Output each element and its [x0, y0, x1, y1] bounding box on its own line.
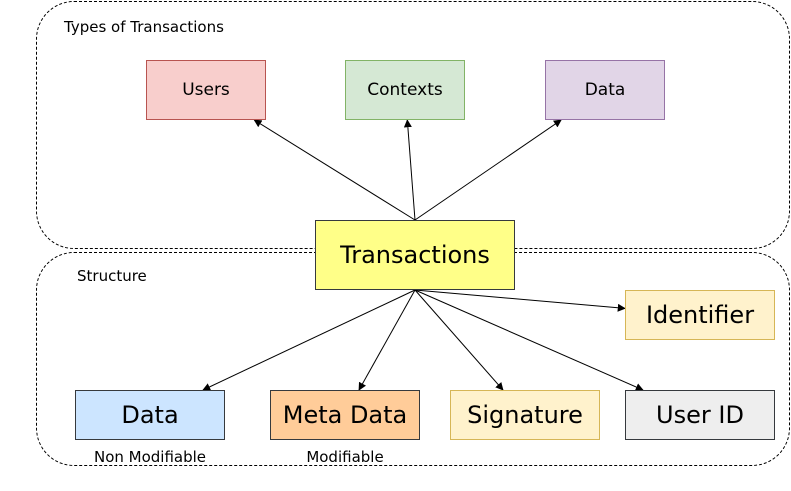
types-group-label: Types of Transactions	[64, 18, 224, 36]
user-id-node: User ID	[625, 390, 775, 440]
users-node-label: Users	[182, 80, 230, 100]
users-node: Users	[146, 60, 266, 120]
edge-transactions-to-user_id	[414, 289, 644, 391]
identifier-node: Identifier	[625, 290, 775, 340]
edge-transactions-to-signature	[414, 289, 504, 391]
meta-data-node: Meta Data	[270, 390, 420, 440]
contexts-node-label: Contexts	[367, 80, 443, 100]
data-structure-node-label: Data	[121, 401, 179, 429]
structure-group-label: Structure	[77, 267, 147, 285]
user-id-node-label: User ID	[656, 401, 744, 429]
data-structure-node: Data	[75, 390, 225, 440]
signature-node-label: Signature	[467, 401, 583, 429]
transactions-node-label: Transactions	[340, 241, 490, 269]
signature-node: Signature	[450, 390, 600, 440]
transactions-node: Transactions	[315, 220, 515, 290]
edge-transactions-to-users	[253, 119, 416, 221]
data-type-node-label: Data	[584, 80, 626, 100]
edge-transactions-to-meta_data	[358, 289, 416, 391]
contexts-node: Contexts	[345, 60, 465, 120]
identifier-node-label: Identifier	[645, 301, 755, 329]
edge-transactions-to-data_struct	[202, 289, 416, 391]
edge-transactions-to-contexts	[403, 119, 416, 221]
meta-data-node-label: Meta Data	[282, 401, 408, 429]
edge-transactions-to-identifier	[414, 289, 626, 312]
data-structure-caption: Non Modifiable	[93, 448, 207, 466]
edge-transactions-to-data_type	[414, 119, 562, 221]
meta-data-caption: Modifiable	[306, 448, 384, 466]
data-type-node: Data	[545, 60, 665, 120]
